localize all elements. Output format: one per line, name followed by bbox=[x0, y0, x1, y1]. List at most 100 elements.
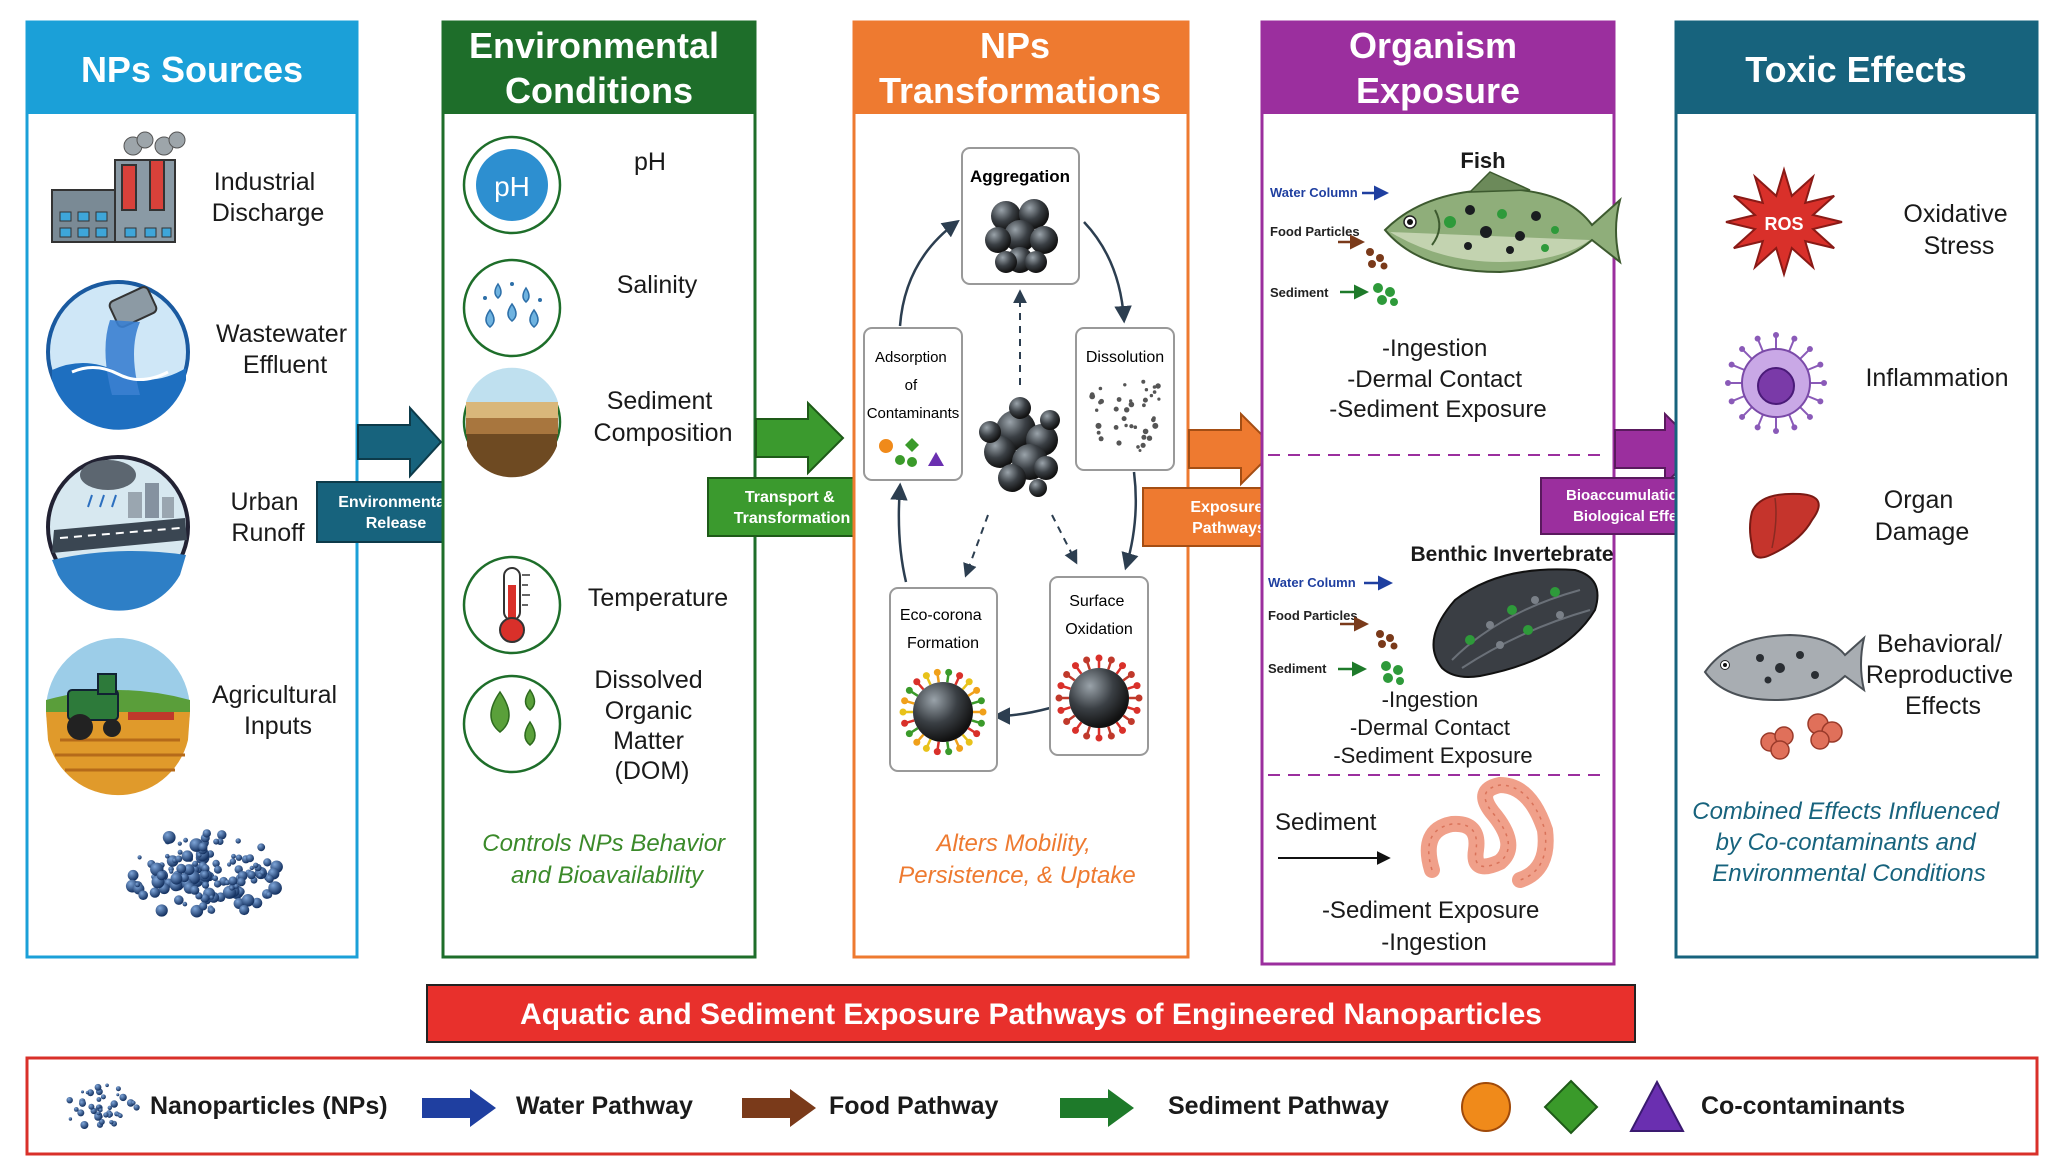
exposure-route: -Ingestion bbox=[1382, 335, 1487, 362]
toxic-caption: by Co-contaminants and bbox=[1716, 829, 1977, 856]
toxic-caption: Combined Effects Influenced bbox=[1692, 798, 1999, 825]
nanoparticle-cluster-center bbox=[979, 397, 1060, 497]
legend-sediment: Sediment Pathway bbox=[1168, 1092, 1389, 1120]
legend-orange-circle-icon bbox=[1461, 1082, 1511, 1132]
connector-label: Bioaccumulation & bbox=[1566, 487, 1702, 504]
transformations-caption: Persistence, & Uptake bbox=[898, 862, 1135, 889]
ph-icon: pH bbox=[462, 135, 562, 235]
connector-label: Transport & bbox=[745, 489, 835, 506]
process-label: Contaminants bbox=[867, 405, 960, 422]
fish-icon bbox=[1383, 171, 1622, 274]
exposure-title: Exposure bbox=[1356, 70, 1520, 111]
thermometer-icon bbox=[462, 555, 562, 655]
legend-cocontaminants: Co-contaminants bbox=[1701, 1092, 1905, 1120]
toxic-label: Stress bbox=[1924, 232, 1995, 260]
svg-text:Eco-corona Formation: Eco-corona Formation bbox=[900, 607, 986, 652]
dissolution-process: Dissolution bbox=[1075, 327, 1175, 471]
sediment-particles-icon bbox=[1373, 283, 1398, 306]
process-label: Surface bbox=[1069, 593, 1124, 610]
environment-label: Sediment bbox=[607, 387, 713, 415]
source-label: Industrial bbox=[214, 168, 315, 196]
toxic-label: Inflammation bbox=[1865, 364, 2008, 392]
svg-text:-Sediment Exposure -Inge: -Sediment Exposure -Ingestion bbox=[1322, 897, 1546, 956]
salinity-icon bbox=[462, 258, 562, 358]
legend: Nanoparticles (NPs) Water Pathway Food P… bbox=[25, 1056, 2039, 1156]
eco-corona-particle-icon bbox=[899, 668, 987, 756]
toxic-label: Effects bbox=[1905, 692, 1981, 720]
liver-icon bbox=[1749, 492, 1820, 559]
adsorption-process: Adsorption of Contaminants bbox=[863, 327, 963, 481]
dom-drops-icon bbox=[462, 674, 562, 774]
transformations-title: Transformations bbox=[879, 70, 1161, 111]
connector-label: Exposure bbox=[1190, 499, 1263, 516]
exposure-route: -Dermal Contact bbox=[1350, 715, 1510, 740]
environment-label: Salinity bbox=[617, 271, 698, 299]
environment-label: pH bbox=[634, 148, 666, 176]
legend-food-arrow-icon bbox=[742, 1089, 816, 1127]
svg-text:Adsorption of: Adsorption of Contaminants bbox=[867, 349, 960, 422]
source-label: Wastewater bbox=[216, 320, 347, 348]
svg-text:Surface Oxidation: Surface Oxidation bbox=[1065, 593, 1133, 638]
sources-title: NPs Sources bbox=[81, 49, 303, 90]
connector-label: Biological Effects bbox=[1573, 508, 1699, 525]
tractor-field-icon bbox=[46, 638, 190, 796]
process-label: Oxidation bbox=[1065, 621, 1133, 638]
process-label: of bbox=[905, 377, 918, 394]
svg-text:Dissolved Organic: Dissolved Organic Matter (DOM) bbox=[594, 666, 709, 785]
svg-text:Organ Damage: Organ Damage bbox=[1875, 486, 1970, 546]
factory-icon bbox=[51, 131, 186, 243]
surface-oxidation-process: Surface Oxidation bbox=[1049, 576, 1149, 756]
svg-text:Environmental Conditions: Environmental Conditions bbox=[469, 25, 729, 111]
ph-icon-text: pH bbox=[494, 171, 530, 202]
toxic-label: Damage bbox=[1875, 518, 1970, 546]
environment-title: Conditions bbox=[505, 70, 693, 111]
legend-water-arrow-icon bbox=[422, 1089, 496, 1127]
exposure-route: -Dermal Contact bbox=[1347, 366, 1522, 393]
transformations-title: NPs bbox=[980, 25, 1050, 66]
environment-column: Environmental Conditions pH pH Salinity bbox=[441, 20, 757, 959]
benthic-title: Benthic Invertebrate bbox=[1410, 543, 1613, 566]
ros-text: ROS bbox=[1764, 214, 1803, 234]
svg-text:NPs Transformations: NPs Transformations bbox=[879, 25, 1161, 111]
process-label: Dissolution bbox=[1086, 349, 1164, 366]
food-particles-icon bbox=[1376, 630, 1398, 650]
aggregation-process: Aggregation bbox=[961, 147, 1080, 285]
svg-text:Wastewater Effluent: Wastewater Effluent bbox=[216, 320, 354, 379]
transport-transformation-connector: Transport & Transformation bbox=[707, 400, 877, 537]
immune-cell-icon bbox=[1725, 332, 1827, 434]
toxic-label: Reproductive bbox=[1866, 661, 2013, 689]
svg-text:Behavioral/ Reproductive: Behavioral/ Reproductive Effects bbox=[1866, 630, 2020, 720]
pathway-label: Sediment bbox=[1270, 285, 1329, 300]
svg-text:Food Particles: Food Particles bbox=[1270, 224, 1360, 239]
svg-text:Bioaccumulation & Biolog: Bioaccumulation & Biological Effects bbox=[1566, 487, 1706, 525]
exposure-route: -Sediment Exposure bbox=[1322, 897, 1539, 924]
toxic-title: Toxic Effects bbox=[1745, 49, 1966, 90]
environment-label: Organic bbox=[605, 697, 693, 725]
source-label: Inputs bbox=[244, 712, 312, 740]
sources-column: NPs Sources Industrial Discharge bbox=[25, 20, 359, 959]
transformations-column: NPs Transformations Aggregation Diss bbox=[852, 20, 1190, 959]
legend-green-diamond-icon bbox=[1543, 1079, 1599, 1135]
transformation-cycle-arrows bbox=[890, 219, 1139, 725]
svg-text:-Ingestion -Dermal Conta: -Ingestion -Dermal Contact -Sediment Exp… bbox=[1329, 335, 1546, 423]
toxic-label: Oxidative bbox=[1903, 200, 2007, 228]
source-label: Effluent bbox=[243, 351, 327, 379]
process-label: Eco-corona bbox=[900, 607, 982, 624]
connector-label: Pathways bbox=[1192, 520, 1266, 537]
exposure-route: -Sediment Exposure bbox=[1333, 743, 1532, 768]
pathway-label: Food Particles bbox=[1268, 608, 1358, 623]
legend-purple-triangle-icon bbox=[1629, 1079, 1685, 1132]
legend-food: Food Pathway bbox=[829, 1092, 999, 1120]
svg-text:Industrial Discharge: Industrial Discharge bbox=[212, 168, 325, 227]
source-label: Agricultural bbox=[212, 681, 337, 709]
exposure-route: -Ingestion bbox=[1381, 929, 1486, 956]
exposure-title: Organism bbox=[1349, 25, 1517, 66]
svg-text:Sediment Composition: Sediment Composition bbox=[594, 387, 733, 447]
connector-label: Release bbox=[366, 515, 427, 532]
toxic-caption: Environmental Conditions bbox=[1712, 860, 1985, 887]
svg-text:Controls NPs Behavior an: Controls NPs Behavior and Bioavailabilit… bbox=[482, 830, 731, 889]
food-particles-icon bbox=[1366, 248, 1388, 270]
svg-text:Organism Exposure: Organism Exposure bbox=[1349, 25, 1527, 111]
title-banner: Aquatic and Sediment Exposure Pathways o… bbox=[426, 984, 1636, 1043]
toxic-column: Toxic Effects ROS Oxidative Stress Infla… bbox=[1674, 20, 2039, 959]
